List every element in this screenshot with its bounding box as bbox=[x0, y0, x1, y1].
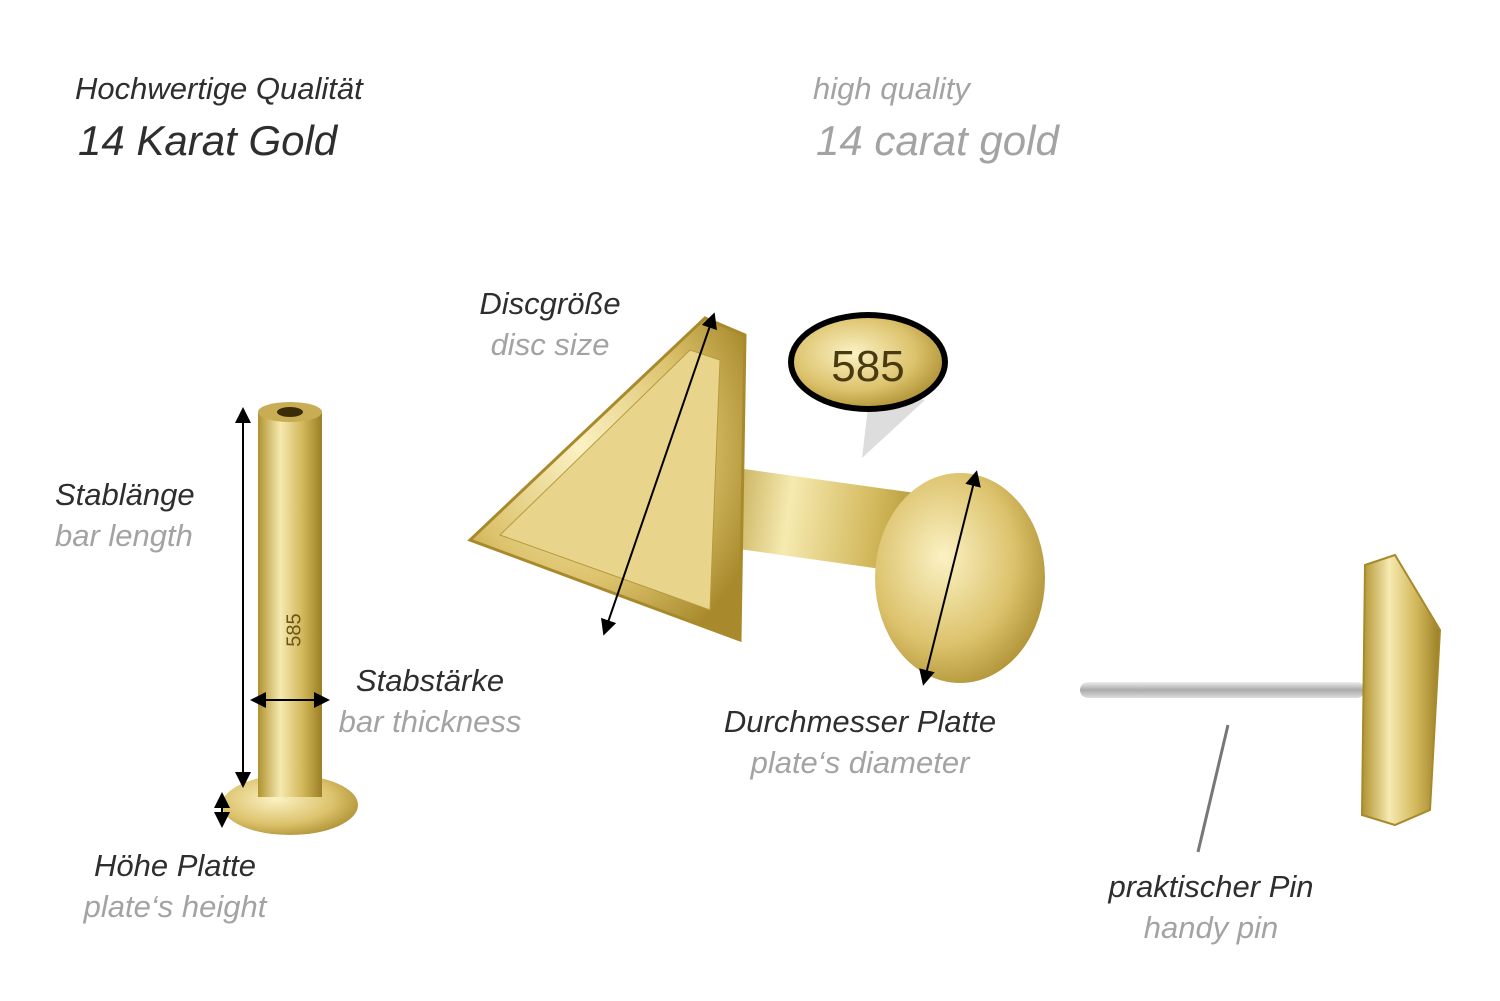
disc-size-label: Discgröße bbox=[479, 286, 621, 321]
plate-diameter-label: Durchmesser Platte bbox=[723, 704, 997, 739]
plate-diameter-arrow bbox=[919, 470, 981, 686]
bar-engraving: 585 bbox=[283, 613, 306, 647]
header-en-quality: high quality bbox=[813, 71, 970, 106]
bar-length-label-en: bar length bbox=[55, 518, 193, 553]
triangle-top bbox=[467, 312, 1045, 686]
bar-thickness-label: Stabstärke bbox=[355, 663, 505, 698]
header-de-material: 14 Karat Gold bbox=[78, 117, 338, 164]
bar-length-label: Stablänge bbox=[55, 477, 195, 512]
disc-size-arrow bbox=[601, 312, 717, 636]
plate-diameter-label-en: plate‘s diameter bbox=[750, 745, 970, 780]
hallmark-badge bbox=[788, 312, 948, 458]
handy-pin-label-en: handy pin bbox=[1143, 910, 1279, 945]
plate-height-label-en: plate‘s height bbox=[83, 889, 267, 924]
header-en-material: 14 carat gold bbox=[816, 117, 1059, 164]
hallmark-badge-text: 585 bbox=[831, 342, 905, 391]
plate-height-label: Höhe Platte bbox=[94, 848, 256, 883]
disc-size-label-en: disc size bbox=[490, 327, 610, 362]
pin-top bbox=[1080, 553, 1442, 853]
labret-bar bbox=[214, 402, 358, 835]
bar-thickness-label-en: bar thickness bbox=[338, 704, 522, 739]
handy-pin-label: praktischer Pin bbox=[1108, 869, 1314, 904]
header-de-quality: Hochwertige Qualität bbox=[75, 71, 363, 106]
